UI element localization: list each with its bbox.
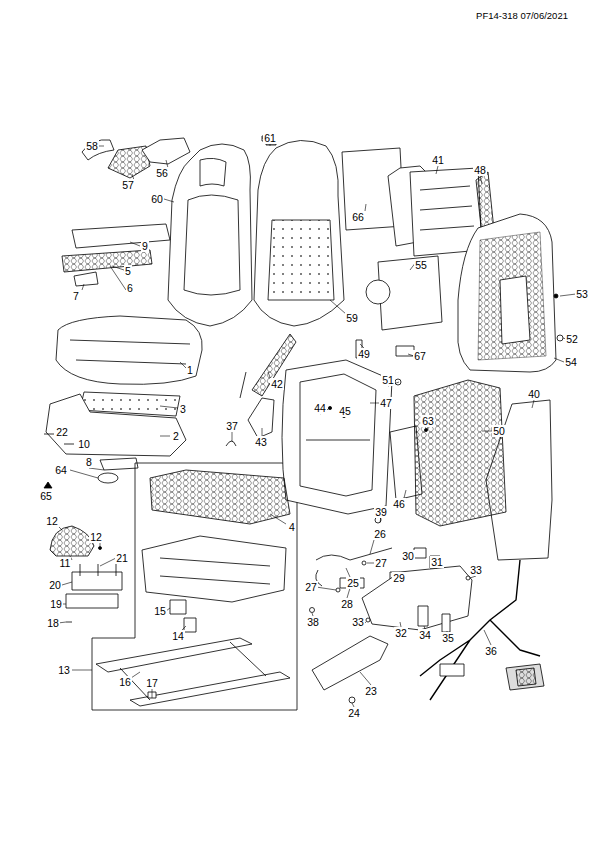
callout-number: 36 [484, 645, 498, 657]
seat-foam [46, 394, 186, 456]
callout-number: 51 [381, 374, 395, 386]
callout-number: 43 [254, 436, 268, 448]
seat-cover [56, 316, 202, 384]
callout-number: 39 [374, 506, 388, 518]
callout-number: 7 [72, 290, 80, 302]
callout-number: 20 [48, 579, 62, 591]
callout-number: 63 [421, 415, 435, 427]
callout-number: 19 [49, 598, 63, 610]
callout-number: 41 [431, 154, 445, 166]
seat-pan [150, 470, 290, 524]
callout-number: 22 [55, 426, 69, 438]
callout-number: 40 [527, 388, 541, 400]
callout-number: 57 [121, 179, 135, 191]
callout-number: 67 [413, 350, 427, 362]
backrest-foam [254, 140, 344, 326]
wire-harness [420, 560, 540, 700]
seat-track [96, 638, 252, 672]
callout-number: 26 [373, 528, 387, 540]
callout-number: 14 [171, 630, 185, 642]
callout-number: 61 [263, 132, 277, 144]
callout-number: 28 [340, 598, 354, 610]
callout-number: 29 [392, 572, 406, 584]
seat-frame [142, 536, 286, 602]
callout-number: 23 [364, 685, 378, 697]
callout-number: 42 [270, 378, 284, 390]
callout-number: 5 [124, 265, 132, 277]
backrest-frame [282, 360, 392, 514]
callout-number: 38 [306, 616, 320, 628]
callout-number: 12 [45, 515, 59, 527]
callout-number: 17 [145, 677, 159, 689]
callout-number: 55 [414, 259, 428, 271]
rear-shell [458, 214, 556, 372]
callout-number: 30 [401, 550, 415, 562]
callout-number: 13 [57, 664, 71, 676]
callout-number: 46 [392, 498, 406, 510]
back-panel [414, 380, 506, 526]
callout-number: 34 [418, 629, 432, 641]
callout-number: 49 [357, 348, 371, 360]
callout-number: 9 [141, 240, 149, 252]
bracket [50, 526, 94, 556]
callout-number: 1 [186, 364, 194, 376]
callout-number: 24 [347, 707, 361, 719]
callout-number: 59 [345, 312, 359, 324]
callout-number: 27 [304, 581, 318, 593]
callout-number: 53 [575, 288, 589, 300]
module [72, 572, 122, 590]
callout-number: 2 [172, 430, 180, 442]
leader-lines [58, 144, 576, 707]
callout-number: 8 [85, 456, 93, 468]
headrest-trim [82, 140, 114, 160]
armrest-pad [72, 224, 170, 248]
inset-frame [92, 463, 297, 710]
motor [170, 600, 186, 614]
callout-number: 47 [379, 397, 393, 409]
callout-number: 54 [564, 356, 578, 368]
callout-number: 31 [430, 556, 444, 568]
callout-number: 11 [59, 557, 72, 569]
trim-panel [486, 400, 552, 560]
callout-number: 3 [179, 403, 187, 415]
lower-trim [312, 636, 388, 690]
callout-number: 45 [338, 405, 352, 417]
callout-number: 50 [492, 425, 506, 437]
callout-number: 52 [565, 333, 579, 345]
callout-number: 27 [374, 557, 388, 569]
callout-number: 56 [155, 167, 169, 179]
callout-number: 64 [54, 464, 68, 476]
callout-number: 25 [346, 577, 360, 589]
backrest-cover [168, 144, 252, 326]
callout-number: 37 [225, 420, 239, 432]
callout-number: 66 [351, 211, 365, 223]
callout-number: 18 [46, 617, 60, 629]
callout-number: 4 [288, 521, 296, 533]
callout-number: 48 [473, 164, 487, 176]
callout-number: 15 [153, 605, 167, 617]
callout-number: 16 [118, 676, 132, 688]
callout-number: 60 [150, 193, 164, 205]
recliner-cover [248, 398, 274, 438]
callout-number: 58 [85, 140, 99, 152]
callout-number: 21 [115, 552, 129, 564]
side-shield [362, 566, 472, 630]
callout-number: 10 [77, 438, 91, 450]
callout-number: 33 [469, 564, 483, 576]
callout-number: 12 [89, 531, 103, 543]
callout-number: 44 [313, 402, 327, 414]
callout-number: 6 [126, 282, 134, 294]
callout-number: 35 [441, 632, 455, 644]
callout-number: 65 [39, 490, 53, 502]
callout-number: 32 [394, 627, 408, 639]
callout-number: 33 [351, 616, 365, 628]
drawing-id: PF14-318 07/06/2021 [475, 10, 569, 22]
